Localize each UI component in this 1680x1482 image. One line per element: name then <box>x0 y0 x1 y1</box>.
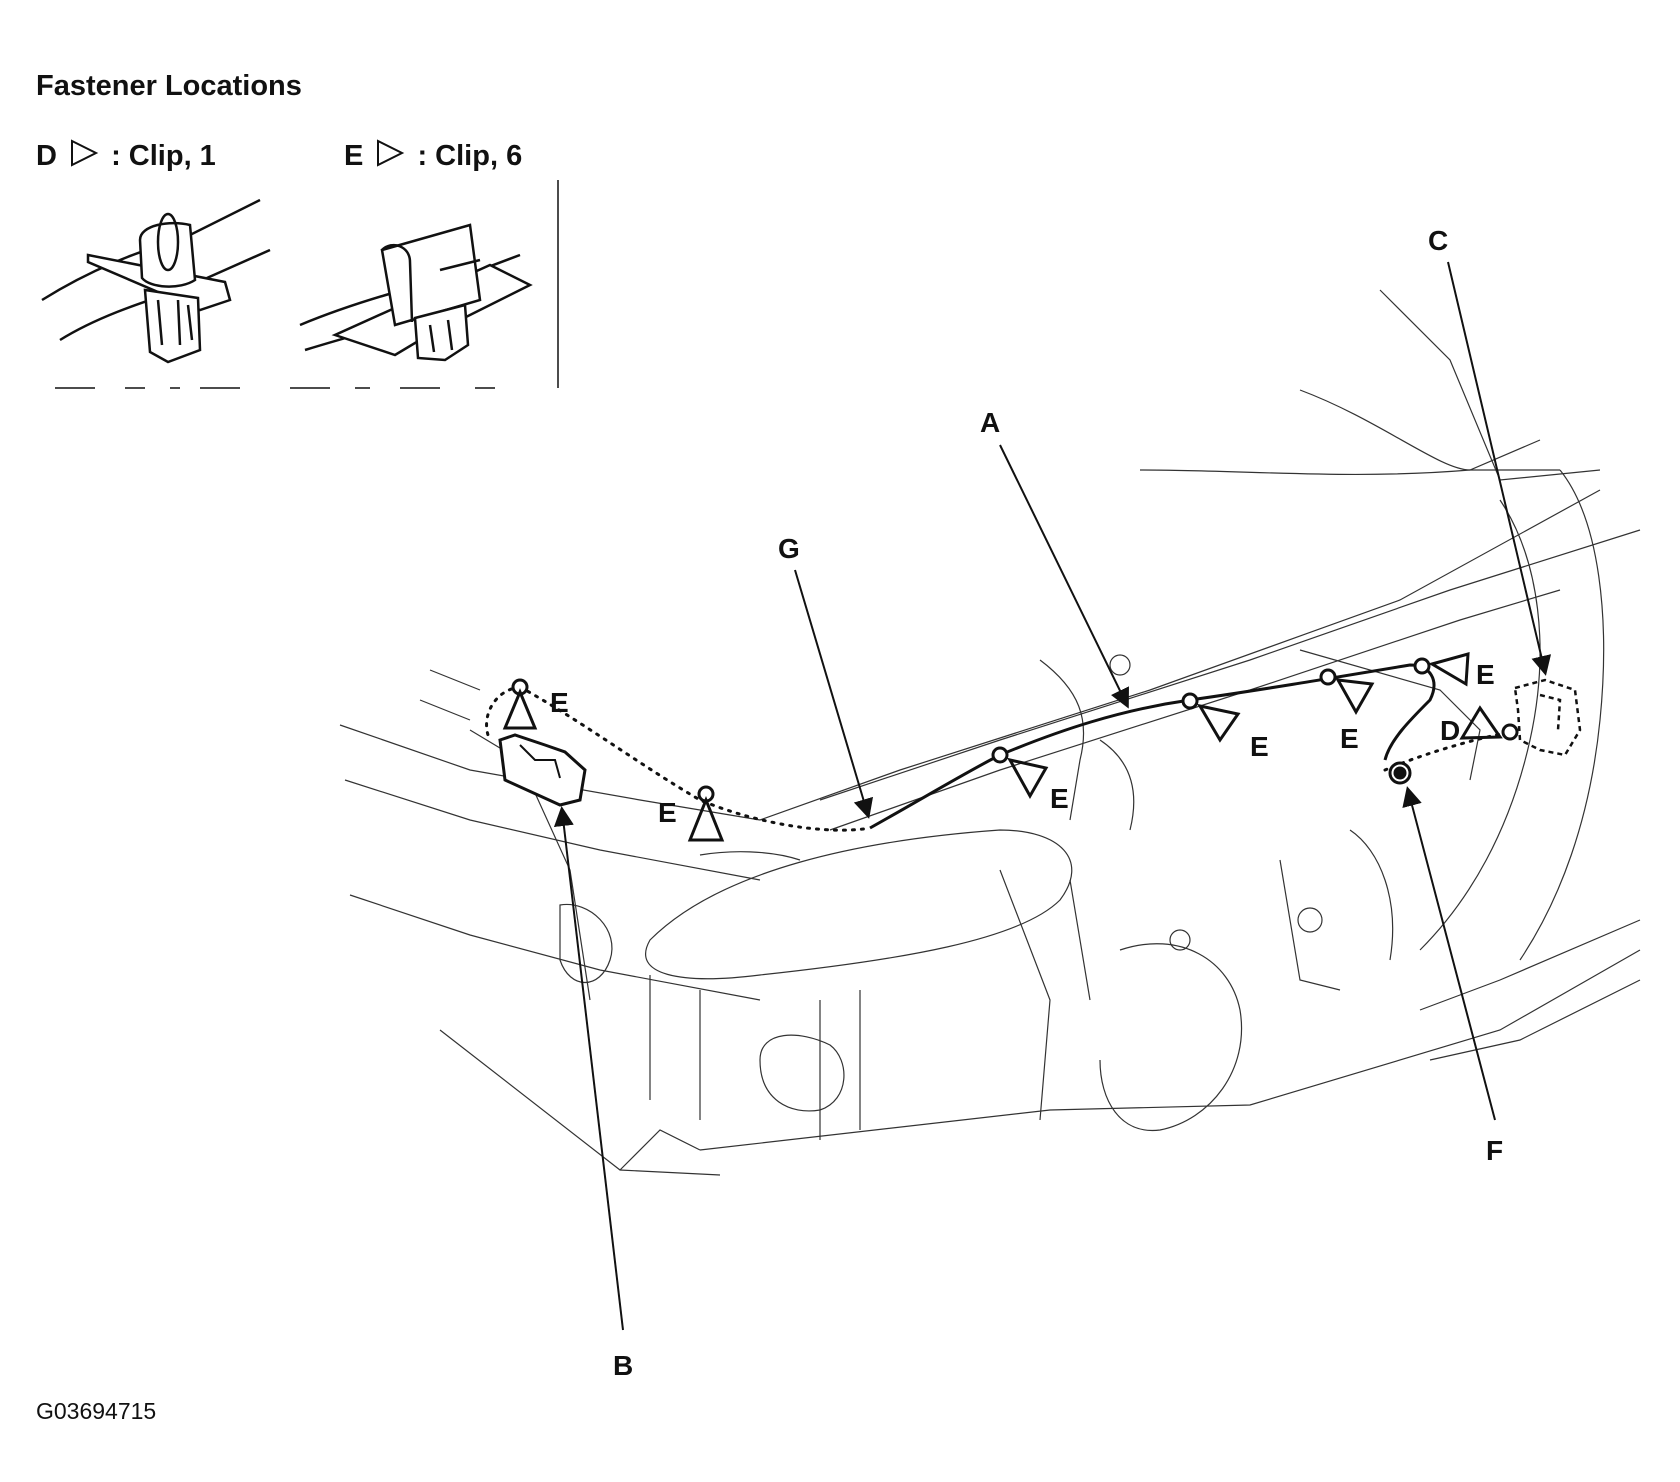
callout-e: E <box>1476 659 1495 690</box>
callout-e: E <box>1050 783 1069 814</box>
callout-f: F <box>1486 1135 1503 1166</box>
legend-clip-d: D : Clip, 1 <box>36 138 216 173</box>
clip-triangle-icon <box>71 139 99 167</box>
callout-e: E <box>1250 731 1269 762</box>
clip-e-illustration <box>299 223 533 362</box>
inset-frame <box>55 180 559 389</box>
leader-a <box>999 444 1129 709</box>
page-title: Fastener Locations <box>36 70 302 102</box>
clip-d-marker <box>1459 705 1503 740</box>
callout-d: D <box>1440 715 1460 746</box>
harness-dotted-section <box>485 685 1512 832</box>
connector-b <box>498 733 587 807</box>
legend-d-letter: D <box>36 140 57 172</box>
callout-c: C <box>1428 225 1448 256</box>
callout-labels: A G C B F D E E E E E E <box>550 225 1503 1381</box>
leader-f <box>1402 786 1496 1121</box>
callout-e: E <box>1340 723 1359 754</box>
callout-e: E <box>550 687 569 718</box>
callout-a: A <box>980 407 1000 438</box>
clip-e-markers <box>502 651 1470 842</box>
callout-b: B <box>613 1350 633 1381</box>
connector-c <box>1513 678 1582 757</box>
legend-e-letter: E <box>344 140 364 172</box>
clip-points <box>511 657 1519 803</box>
figure-code: G03694715 <box>36 1398 157 1424</box>
clip-d-illustration <box>41 198 271 364</box>
harness-a <box>869 663 1436 830</box>
leader-c <box>1447 261 1552 676</box>
leader-g <box>794 569 874 819</box>
legend-d-text: : Clip, 1 <box>111 140 216 172</box>
legend-e-text: : Clip, 6 <box>417 140 523 172</box>
legend-clip-e: E : Clip, 6 <box>344 138 522 173</box>
clip-triangle-icon <box>377 139 405 167</box>
leader-b <box>553 806 624 1331</box>
callout-g: G <box>778 533 800 564</box>
callout-e: E <box>658 797 677 828</box>
leader-lines <box>553 261 1552 1331</box>
